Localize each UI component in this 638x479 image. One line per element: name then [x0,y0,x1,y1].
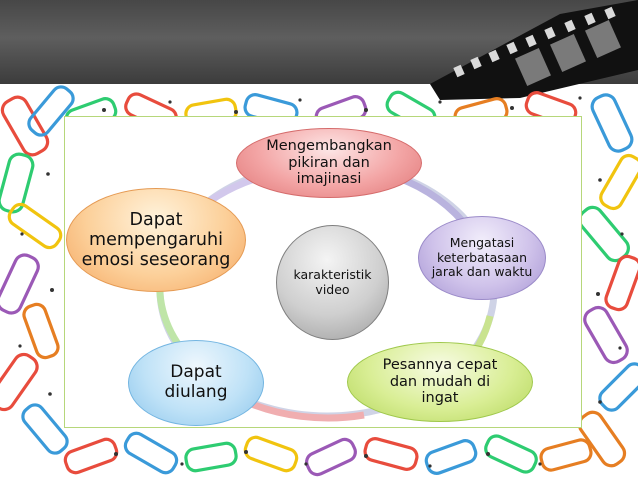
node-bottom-right-label: Pesannya cepat dan mudah di ingat [382,356,498,407]
node-mengatasi-keterbatasan: Mengatasi keterbatasaan jarak dan waktu [418,216,546,300]
film-strip-decoration [430,0,638,100]
node-dapat-diulang: Dapat diulang [128,340,264,426]
node-left-label: Dapat mempengaruhi emosi seseorang [81,209,231,271]
node-pesannya-cepat: Pesannya cepat dan mudah di ingat [347,342,533,422]
node-top-label: Mengembangkan pikiran dan imajinasi [266,137,392,188]
node-dapat-mempengaruhi-emosi: Dapat mempengaruhi emosi seseorang [66,188,246,292]
node-right-label: Mengatasi keterbatasaan jarak dan waktu [431,235,533,280]
center-node-label: karakteristik video [293,267,372,297]
center-node-karakteristik-video: karakteristik video [276,225,389,340]
node-mengembangkan-pikiran: Mengembangkan pikiran dan imajinasi [236,128,422,198]
node-bottom-left-label: Dapat diulang [164,362,228,402]
